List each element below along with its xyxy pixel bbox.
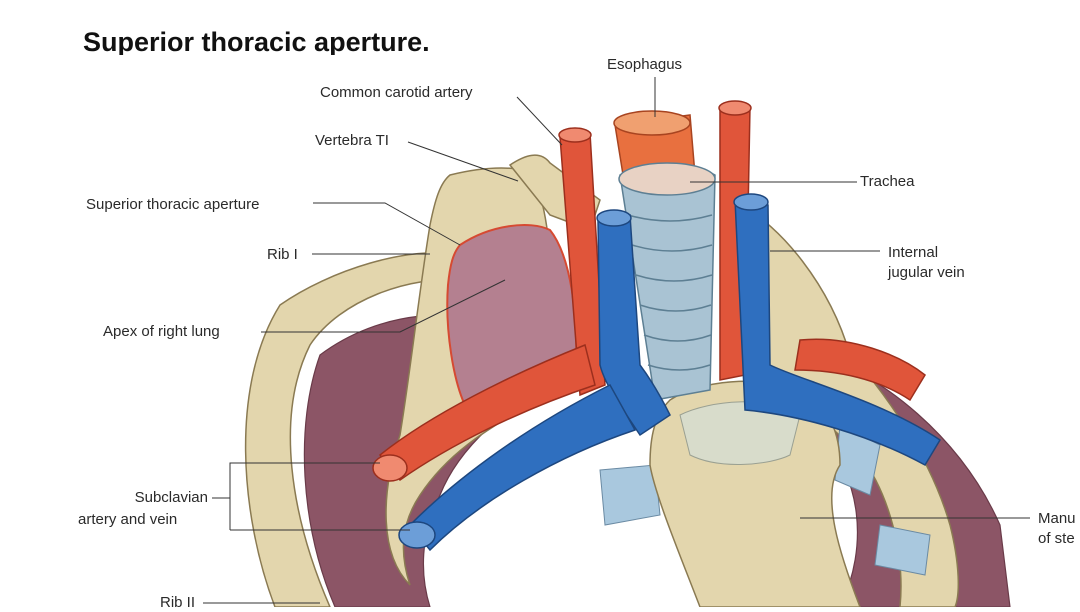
label-manubrium-line2: of ste [1038,530,1075,547]
costal-cartilage-1 [599,464,661,526]
left-internal-jugular-vein [734,199,942,467]
label-manubrium-line1: Manu [1038,510,1076,527]
leader-subclavian [229,462,380,498]
manubrium-face [679,401,801,465]
esophagus-lumen [613,110,691,136]
label-vertebra-t1: Vertebra TI [315,132,389,149]
right-subclavian-vein [408,384,637,552]
costal-cartilage-3 [874,524,931,576]
label-internal-jugular-vein-line1: Internal [888,244,939,261]
superior-thoracic-aperture-drawing [203,77,1030,607]
right-internal-jugular-vein [597,214,671,437]
leader-apex-lung [261,279,506,333]
label-apex-of-right-lung: Apex of right lung [103,323,220,340]
label-rib-ii: Rib II [160,594,196,611]
label-common-carotid-artery: Common carotid artery [320,84,473,101]
leader-common-carotid [516,96,563,146]
figure-title: Superior thoracic aperture. [83,27,430,57]
label-superior-thoracic-aperture: Superior thoracic aperture [86,196,260,213]
label-subclavian-line1: Subclavian [134,489,208,506]
label-subclavian-line2: artery and vein [78,511,178,528]
label-rib-i: Rib I [267,246,298,263]
label-internal-jugular-vein-line2: jugular vein [888,264,965,281]
trachea-lumen [618,162,716,196]
right-subclavian-artery [378,343,596,482]
leader-lines [203,77,1030,604]
label-trachea: Trachea [860,173,915,190]
anatomy-illustration: Esophagus Common carotid artery Vertebra… [78,55,1080,611]
leader-vertebra [407,141,519,182]
label-esophagus: Esophagus [607,56,683,73]
left-subclavian-artery [794,338,926,402]
trachea-rings [627,214,713,371]
leader-sup-aperture [313,202,461,246]
